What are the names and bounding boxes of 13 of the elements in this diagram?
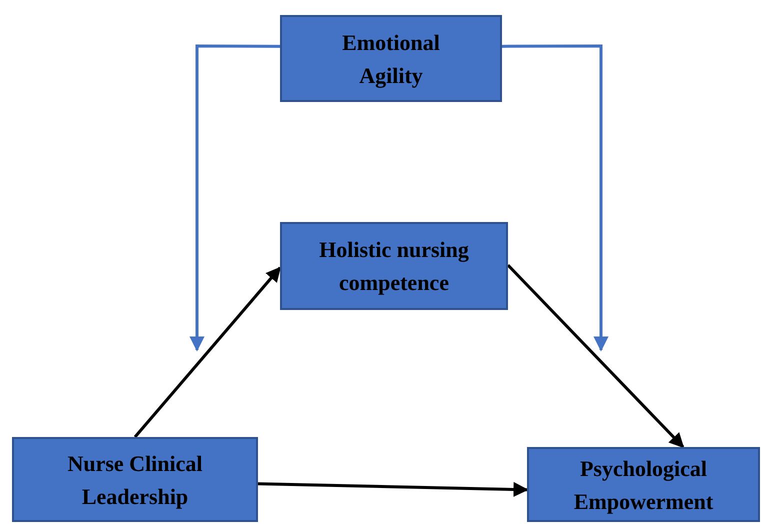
arrow xyxy=(190,44,280,352)
box-label: Emotional Agility xyxy=(341,28,441,90)
arrow xyxy=(502,44,608,352)
box-label: Nurse Clinical Leadership xyxy=(66,450,204,511)
concept-box xyxy=(12,437,258,522)
box-label: Psychological Empowerment xyxy=(572,454,714,516)
concept-box xyxy=(280,222,508,310)
arrow xyxy=(134,266,282,438)
concept-box xyxy=(527,447,760,522)
arrow xyxy=(506,264,684,448)
concept-box xyxy=(280,15,502,102)
box-label: Holistic nursing competence xyxy=(318,236,470,297)
arrow xyxy=(258,482,528,497)
